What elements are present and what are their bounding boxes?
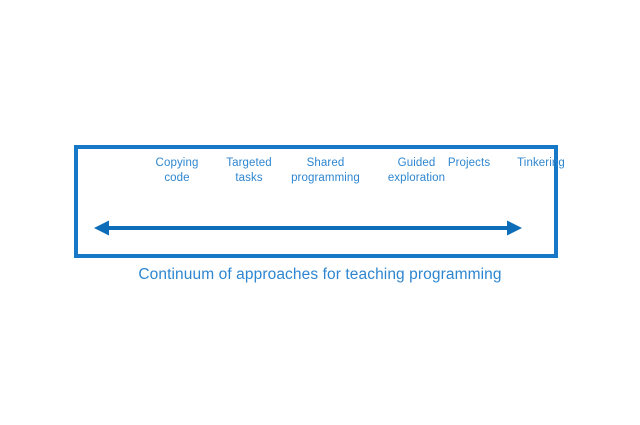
stage-label-projects: Projects — [447, 157, 491, 169]
stage-label-shared-programming: Shared programming — [291, 157, 360, 184]
diagram-caption: Continuum of approaches for teaching pro… — [138, 266, 502, 283]
stage-label-guided-exploration: Guided exploration — [387, 157, 446, 184]
stage-label-targeted-tasks: Targeted tasks — [226, 157, 272, 184]
double-headed-arrow — [90, 214, 526, 242]
stage-labels-row: Copying code Targeted tasks Shared progr… — [74, 156, 565, 198]
continuum-box — [74, 145, 558, 258]
stage-label-tinkering: Tinkering — [517, 157, 565, 169]
stage-label-copying-code: Copying code — [155, 157, 199, 184]
